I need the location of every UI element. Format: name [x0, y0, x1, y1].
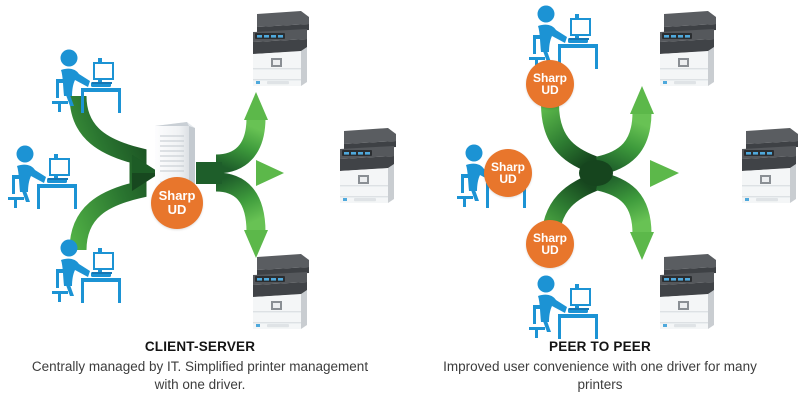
sharp-ud-badge-line2: UD — [167, 202, 187, 217]
sharp-ud-badge-line2: UD — [499, 172, 517, 186]
user-workstation — [48, 236, 122, 304]
user-workstation — [4, 142, 78, 210]
peer-to-peer-diagram: Sharp UD Sharp UD Sharp UD — [400, 0, 800, 339]
sharp-ud-badge-line1: Sharp — [532, 70, 567, 85]
sharp-ud-badge: Sharp UD — [526, 60, 574, 108]
caption-body: Improved user convenience with one drive… — [443, 359, 757, 392]
sharp-ud-badge-line2: UD — [541, 243, 559, 257]
user-workstation — [525, 2, 599, 70]
panel-client-server: Sharp UD — [0, 0, 400, 393]
client-server-diagram: Sharp UD — [0, 0, 400, 335]
sharp-ud-badge: Sharp UD — [151, 177, 203, 229]
caption-body: Centrally managed by IT. Simplified prin… — [31, 359, 369, 392]
panel-peer-to-peer: Sharp UD Sharp UD Sharp UD — [400, 0, 800, 406]
multifunction-printer — [732, 123, 800, 207]
user-workstation — [48, 46, 122, 114]
user-workstation — [525, 272, 599, 340]
multifunction-printer — [330, 123, 402, 207]
sharp-ud-badge-line1: Sharp — [158, 188, 196, 204]
caption-title: CLIENT-SERVER — [144, 339, 256, 354]
sharp-ud-badge: Sharp UD — [526, 220, 574, 268]
caption-title: PEER TO PEER — [549, 339, 651, 354]
caption-peer-to-peer: PEER TO PEER Improved user convenience w… — [400, 338, 800, 393]
multifunction-printer — [243, 249, 315, 333]
multifunction-printer — [650, 249, 722, 333]
sharp-ud-badge: Sharp UD — [484, 149, 532, 197]
multifunction-printer — [650, 6, 722, 90]
sharp-ud-badge-line2: UD — [541, 83, 559, 97]
sharp-ud-badge-line1: Sharp — [490, 159, 525, 174]
sharp-ud-badge-line1: Sharp — [532, 230, 567, 245]
multifunction-printer — [243, 6, 315, 90]
caption-client-server: CLIENT-SERVER Centrally managed by IT. S… — [0, 338, 400, 393]
